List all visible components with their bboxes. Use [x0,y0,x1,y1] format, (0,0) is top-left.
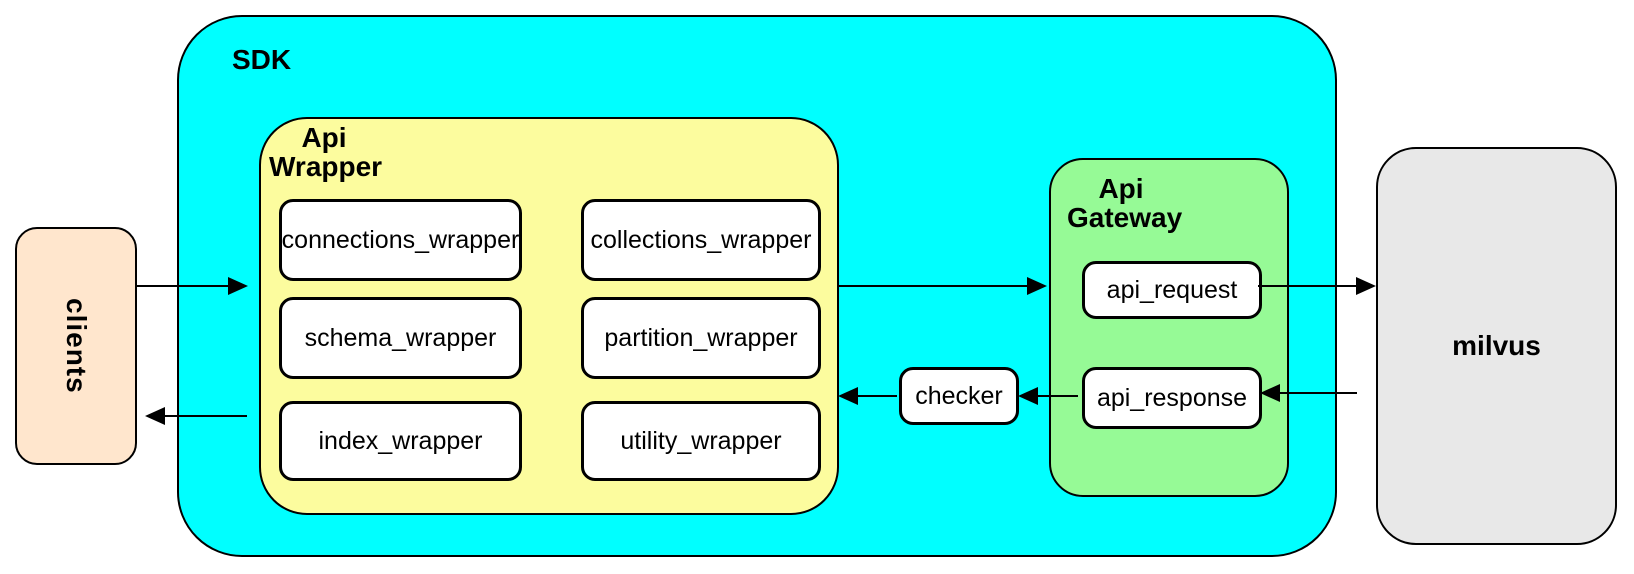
arrow-checker-to-wrapper [838,387,897,405]
wrapper-box-connections: connections_wrapper [279,199,522,281]
api-gateway-label: Api Gateway [1067,173,1183,233]
sdk-label: SDK [232,44,292,75]
wrapper-box-utility: utility_wrapper [581,401,821,481]
api-wrapper-label-line1: Api [301,122,347,153]
sdk-container: SDK Api Wrapper connections_wrapper coll… [177,15,1337,557]
wrapper-box-partition: partition_wrapper [581,297,821,379]
api-gateway-container: Api Gateway api_request api_response [1049,158,1289,497]
arrow-response-to-checker [1018,387,1078,405]
arrow-clients-to-sdk [137,277,248,295]
arrow-sdk-to-clients [145,407,247,425]
api-wrapper-label-line2: Wrapper [269,151,383,182]
arrow-milvus-to-response [1260,384,1357,402]
arrow-wrapper-to-gateway [837,277,1047,295]
api-wrapper-container: Api Wrapper connections_wrapper collecti… [259,117,839,515]
checker-box: checker [899,367,1019,425]
api-gateway-label-line2: Gateway [1067,202,1183,233]
api-request-box: api_request [1082,261,1262,319]
wrapper-box-collections: collections_wrapper [581,199,821,281]
api-gateway-label-line1: Api [1098,173,1144,204]
api-response-box: api_response [1082,367,1262,429]
wrapper-box-schema: schema_wrapper [279,297,522,379]
arrow-request-to-milvus [1258,277,1376,295]
clients-label: clients [61,298,92,394]
milvus-label: milvus [1452,330,1541,361]
api-wrapper-label: Api Wrapper [269,122,383,182]
wrapper-box-index: index_wrapper [279,401,522,481]
milvus-node: milvus [1376,147,1617,545]
clients-node: clients [15,227,137,465]
